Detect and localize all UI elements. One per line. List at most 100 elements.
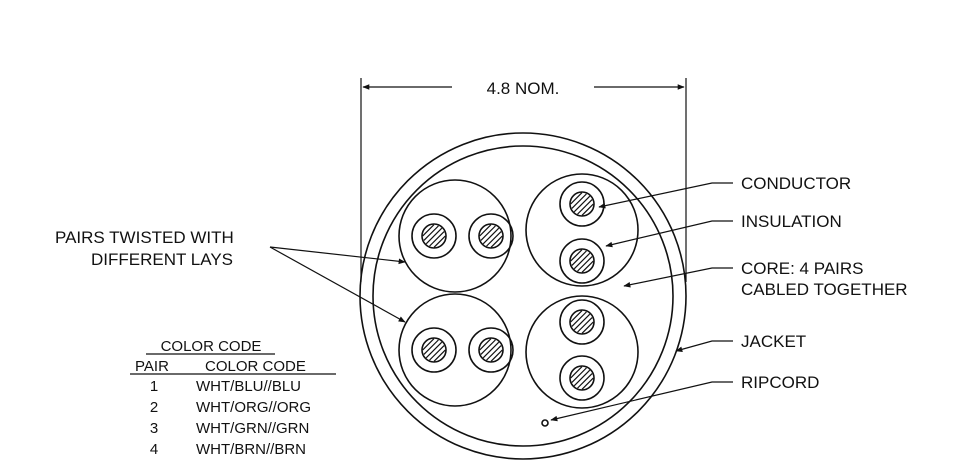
insulation-label: INSULATION [741, 212, 842, 231]
jacket-inner-circle [372, 145, 674, 447]
insulation-circle [559, 299, 605, 345]
pair-bottom-right [525, 295, 639, 409]
conductor-hatch-line [571, 311, 587, 327]
core-leader [623, 267, 733, 288]
pair-sheath [525, 295, 639, 409]
conductor-hatch-line [425, 341, 443, 359]
insulation-circle [559, 355, 605, 401]
conductor-hatch-line [577, 256, 593, 272]
conductor-hatch-line [482, 227, 500, 245]
conductor-circle [421, 223, 447, 249]
conductor-hatch-line [480, 225, 496, 241]
conductor-hatch-line [573, 195, 591, 213]
insulation-circle [411, 213, 457, 259]
conductor-hatch-line [479, 338, 492, 351]
conductor-hatch-line [486, 345, 502, 361]
color-code-row-code: WHT/BRN//BRN [196, 441, 306, 458]
jacket-outer-circle [359, 132, 687, 460]
pair-sheath [525, 173, 639, 287]
conductor-hatch-line [571, 367, 587, 383]
conductor-hatch-line [581, 203, 594, 216]
color-code-row-pair: 1 [150, 378, 158, 395]
conductor-hatch-line [433, 349, 446, 362]
conductor-hatch-line [577, 199, 593, 215]
conductor-hatch-line [581, 260, 594, 273]
conductor-hatch-line [577, 373, 593, 389]
jacket-leader [675, 340, 733, 353]
conductor-hatch-line [573, 252, 591, 270]
jacket-label: JACKET [741, 332, 806, 351]
core-label-line2: CABLED TOGETHER [741, 280, 908, 299]
pairs-label-line1: PAIRS TWISTED WITH [55, 228, 234, 247]
conductor-hatch-line [486, 231, 502, 247]
insulation-circle [468, 213, 514, 259]
conductor-hatch-line [490, 349, 503, 362]
conductor-hatch-line [422, 224, 435, 237]
conductor-hatch-line [423, 225, 439, 241]
conductor-hatch-line [570, 249, 583, 262]
insulation-circle [559, 238, 605, 284]
conductor-hatch-line [423, 339, 439, 355]
color-code-header-code: COLOR CODE [205, 358, 306, 375]
conductor-circle [569, 309, 595, 335]
conductor-hatch-line [581, 377, 594, 390]
color-code-row-code: WHT/GRN//GRN [196, 420, 309, 437]
insulation-circle [411, 327, 457, 373]
pair-sheath [398, 179, 512, 293]
conductor-hatch-line [480, 339, 496, 355]
conductor-hatch-line [429, 345, 445, 361]
conductor-hatch-line [577, 317, 593, 333]
pairs-leader-upper [269, 246, 406, 265]
color-code-row-pair: 3 [150, 420, 158, 437]
conductor-circle [421, 337, 447, 363]
color-code-table: COLOR CODE PAIR COLOR CODE 1 WHT/BLU//BL… [130, 338, 336, 458]
pair-sheath [398, 293, 512, 407]
conductor-hatch-line [571, 193, 587, 209]
conductor-hatch-line [425, 227, 443, 245]
pair-bottom-left [398, 293, 514, 407]
conductor-hatch-line [490, 235, 503, 248]
pair-top-left [398, 179, 514, 293]
pairs-label-line2: DIFFERENT LAYS [91, 250, 233, 269]
dimension-group: 4.8 NOM. [360, 78, 687, 282]
insulation-leader [605, 220, 733, 248]
core-label-line1: CORE: 4 PAIRS [741, 259, 864, 278]
pair-top-right [525, 173, 639, 287]
ripcord-leader [550, 381, 733, 422]
conductor-circle [478, 223, 504, 249]
conductor-hatch-line [573, 369, 591, 387]
conductor-circle [569, 248, 595, 274]
color-code-header-pair: PAIR [135, 358, 169, 375]
conductor-hatch-line [573, 313, 591, 331]
conductor-circle [478, 337, 504, 363]
right-callouts: CONDUCTOR INSULATION CORE: 4 PAIRS CABLE… [550, 174, 908, 422]
color-code-row-pair: 4 [150, 441, 158, 458]
color-code-row-pair: 2 [150, 399, 158, 416]
conductor-hatching [422, 192, 594, 390]
ripcord-circle [541, 419, 549, 427]
left-callout: PAIRS TWISTED WITH DIFFERENT LAYS [55, 228, 406, 323]
color-code-title: COLOR CODE [161, 338, 262, 355]
conductor-leader [598, 182, 733, 209]
conductor-hatch-line [570, 310, 583, 323]
conductor-hatch-line [570, 192, 583, 205]
conductor-label: CONDUCTOR [741, 174, 851, 193]
cable-body [359, 132, 687, 460]
conductor-circle [569, 191, 595, 217]
conductor-hatch-line [571, 250, 587, 266]
conductor-circle [569, 365, 595, 391]
pairs-leader-lower [269, 246, 406, 323]
dimension-label: 4.8 NOM. [487, 79, 560, 98]
color-code-row-code: WHT/BLU//BLU [196, 378, 301, 395]
conductor-hatch-line [479, 224, 492, 237]
conductor-hatch-line [570, 366, 583, 379]
ripcord-label: RIPCORD [741, 373, 819, 392]
conductor-hatch-line [433, 235, 446, 248]
conductor-hatch-line [581, 321, 594, 334]
insulation-circle [468, 327, 514, 373]
color-code-row-code: WHT/ORG//ORG [196, 399, 311, 416]
conductor-hatch-line [422, 338, 435, 351]
conductor-hatch-line [429, 231, 445, 247]
conductor-hatch-line [482, 341, 500, 359]
